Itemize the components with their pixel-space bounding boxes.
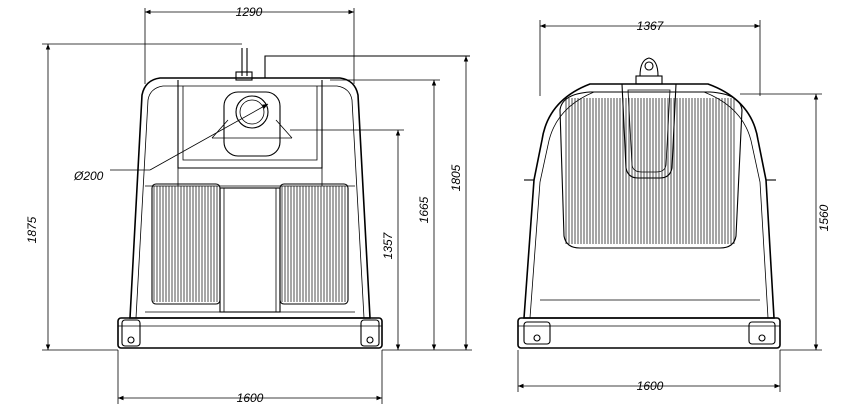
front-base [117, 317, 383, 349]
front-housing [129, 77, 371, 319]
front-fin-frames [145, 183, 355, 313]
dim-label-1560: 1560 [817, 204, 831, 231]
front-pipe-inlet [211, 91, 293, 157]
dim-side-top-width: 1367 [539, 19, 761, 96]
front-vent-pipe [235, 48, 470, 81]
dim-side-height: 1560 [740, 93, 831, 351]
dimension-layer: 1290 1600 1875 1805 1665 [25, 5, 831, 405]
dim-front-height-inlet: 1805 [382, 56, 472, 351]
dim-pipe-diameter: Ø200 [73, 103, 269, 183]
dim-front-overall-height: 1875 [25, 43, 242, 351]
dim-label-1875: 1875 [25, 216, 39, 243]
front-right-fins [281, 186, 346, 302]
dim-label-1665: 1665 [417, 196, 431, 223]
dim-front-base-width: 1600 [117, 350, 383, 405]
side-door-panel [621, 83, 677, 179]
front-view [117, 48, 470, 349]
dim-front-top-width: 1290 [144, 5, 355, 84]
dim-label-1367: 1367 [637, 19, 665, 33]
front-left-fins [153, 186, 218, 302]
dim-label-1600-side: 1600 [637, 379, 664, 393]
side-base [517, 317, 781, 349]
dim-label-1805: 1805 [449, 164, 463, 191]
dim-front-height-lower: 1357 [290, 129, 404, 350]
side-fins [565, 98, 735, 244]
side-lifting-eye [635, 57, 663, 85]
side-view [517, 57, 781, 349]
dim-side-base-width: 1600 [517, 350, 781, 393]
dim-label-1600-front: 1600 [237, 391, 264, 405]
dim-front-height-upper: 1665 [330, 79, 440, 350]
side-fin-panel-frame [559, 91, 743, 249]
dim-label-d200: Ø200 [73, 169, 104, 183]
dim-label-1290: 1290 [236, 5, 263, 19]
front-door [219, 187, 281, 313]
dim-label-1357: 1357 [381, 231, 395, 259]
